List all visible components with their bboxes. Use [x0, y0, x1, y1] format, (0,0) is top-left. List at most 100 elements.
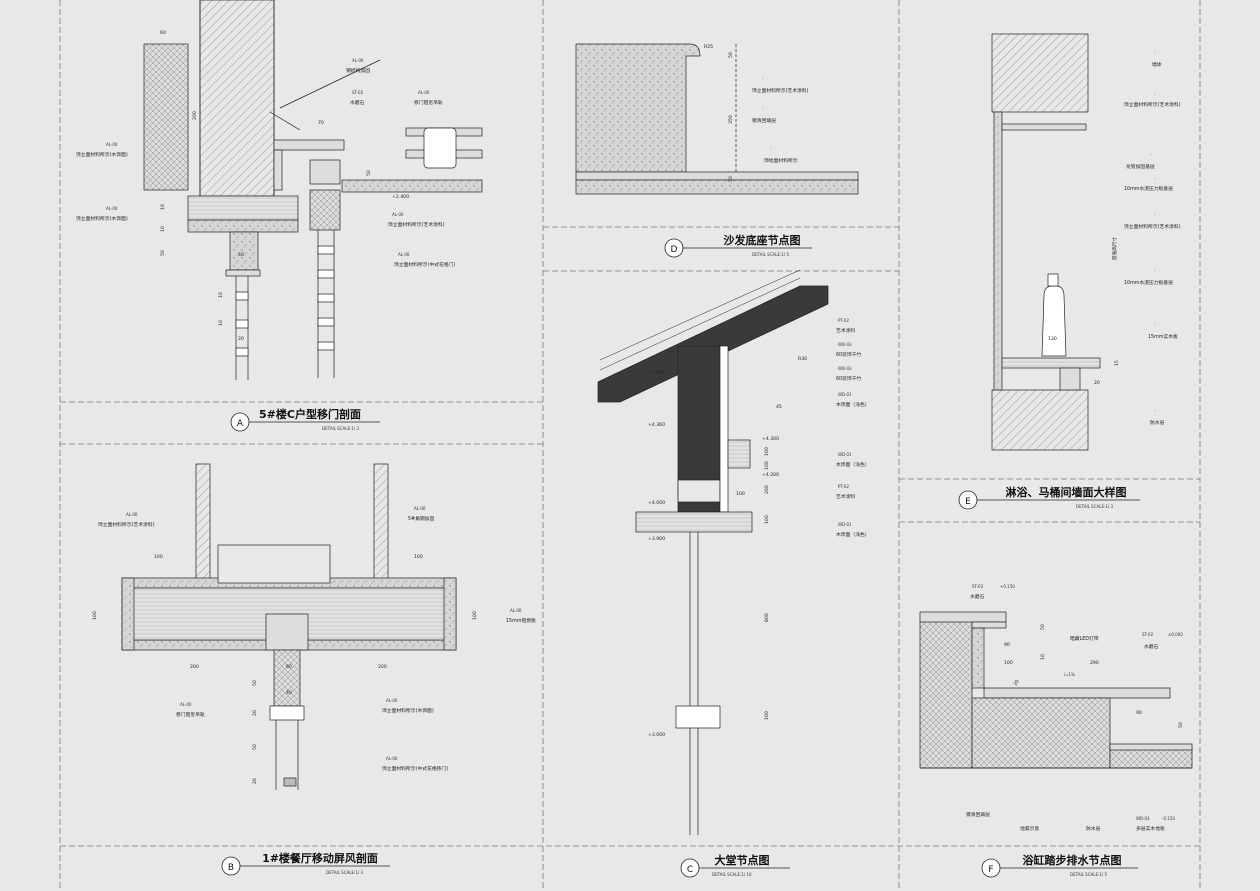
- label-elev: ±0.000: [1168, 632, 1183, 637]
- label-text: 饰立面材料所示(中式花格门): [394, 261, 455, 268]
- label-text: 饰立面材料所示(艺术涂料): [752, 87, 809, 94]
- panel-f-labels: ST-02 +0.150 水磨石 暗藏LED灯带 ST-02 ±0.000 水磨…: [966, 584, 1183, 832]
- label-code: -: [762, 106, 764, 111]
- panel-d-letter: D: [671, 245, 678, 255]
- panel-e-drawing: [991, 33, 1101, 451]
- dim-text: 10: [1040, 654, 1046, 660]
- label-text: 10mm水泥压力板基层: [1124, 185, 1173, 192]
- label-text: 饰地面材料所示: [764, 157, 798, 164]
- label-text: 艺术涂料: [836, 493, 855, 500]
- panel-f-title: 浴缸踏步排水节点图: [1023, 853, 1122, 867]
- panel-e-letter: E: [965, 497, 971, 507]
- label-code: PT-02: [838, 484, 849, 489]
- dim-text: 100: [764, 447, 770, 456]
- elevation-text: +3.000: [648, 732, 665, 738]
- elevation-text: +4.360: [648, 422, 665, 428]
- dim-text: 20: [238, 336, 244, 342]
- panel-e-title-block: E 淋浴、马桶间墙面大样图 DETAIL SCALE:1/ 3: [958, 485, 1140, 510]
- dim-text: 壁龛高尺寸: [1111, 237, 1118, 260]
- label-text: 防水层: [1086, 825, 1101, 832]
- panel-e-dim-texts: 130 15 20 壁龛高尺寸: [1048, 237, 1120, 386]
- dim-text: 290: [1090, 660, 1099, 666]
- label-text: 钢结构加固: [346, 67, 370, 74]
- label-code: WD-01: [838, 452, 852, 457]
- label-code: AL-00: [106, 206, 118, 211]
- dim-text: 200: [190, 664, 199, 670]
- label-text: 饰立面材料所示(艺术涂料): [1124, 101, 1181, 108]
- dim-text: 100: [154, 554, 163, 560]
- panel-d-drawing: [575, 43, 859, 195]
- panel-d-dim-texts: R25 50 350 50: [704, 44, 734, 182]
- label-text: 木饰面（浅色）: [836, 531, 870, 538]
- label-text: 水磨石: [1144, 643, 1159, 650]
- label-code: AL-00: [398, 252, 410, 257]
- label-code: ST-02: [352, 90, 364, 95]
- label-code: AL-00: [180, 702, 192, 707]
- dim-text: 200: [764, 485, 770, 494]
- dim-text: 50: [1178, 722, 1184, 728]
- label-code: ST-02: [972, 584, 984, 589]
- dim-text: 10: [160, 204, 166, 210]
- label-text: 60装饰干竹: [836, 375, 861, 382]
- label-text: 龙管加固基层: [1126, 163, 1155, 170]
- label-code: WD-03: [838, 342, 852, 347]
- panel-b-title: 1#楼餐厅移动屏风剖面: [262, 851, 378, 865]
- dim-text: 10: [218, 320, 224, 326]
- dim-text: 20: [252, 778, 258, 784]
- panel-a-title-block: A 5#楼C户型移门剖面 DETAIL SCALE:1/ 3: [230, 407, 380, 432]
- panel-d-title: 沙发底座节点图: [724, 233, 801, 247]
- label-text: 15mm实木板: [1148, 333, 1178, 340]
- dim-text: 10: [160, 226, 166, 232]
- dim-text: 50: [728, 52, 734, 58]
- dim-text: 60: [160, 30, 166, 36]
- dim-text: 10: [218, 292, 224, 298]
- label-code: PT-02: [838, 318, 849, 323]
- panel-a-letter: A: [237, 419, 244, 429]
- dim-text: 20: [1094, 380, 1100, 386]
- label-text: 镀清回填层: [752, 117, 776, 124]
- label-code: WD-01: [838, 522, 852, 527]
- label-text: 艺术涂料: [836, 327, 855, 334]
- label-code: -: [1150, 152, 1152, 157]
- panel-e-subtitle: DETAIL SCALE:1/ 3: [1076, 504, 1113, 509]
- panel-f-title-block: F 浴缸踏步排水节点图 DETAIL SCALE:1/ 5: [981, 853, 1138, 878]
- dim-text: 50: [366, 170, 372, 176]
- elevation-text: +4.200: [762, 472, 779, 478]
- label-code: -: [1154, 50, 1156, 55]
- label-code: AL-00: [418, 90, 430, 95]
- label-code: AL-00: [126, 512, 138, 517]
- panel-b-subtitle: DETAIL SCALE:1/ 3: [326, 870, 363, 875]
- panel-c-subtitle: DETAIL SCALE:1/ 10: [712, 872, 752, 877]
- dim-text: 350: [728, 115, 734, 124]
- dim-text: 90: [1004, 642, 1010, 648]
- dim-text: R25: [704, 44, 713, 50]
- panel-d-subtitle: DETAIL SCALE:1/ 5: [752, 252, 789, 257]
- elevation-text: +4.600: [648, 370, 665, 376]
- dim-text: 50: [160, 250, 166, 256]
- panel-e-labels: - 墙体 - 饰立面材料所示(艺术涂料) - 龙管加固基层 - 10mm水泥压力…: [1124, 50, 1181, 426]
- label-code: AL-00: [352, 58, 364, 63]
- dim-text: 15: [1114, 360, 1120, 366]
- label-text: 防水层: [1150, 419, 1165, 426]
- panel-f-letter: F: [988, 865, 993, 875]
- label-text: 饰立面材料所示(艺术涂料): [388, 221, 445, 228]
- dim-text: 100: [764, 515, 770, 524]
- label-code: ST-02: [1142, 632, 1154, 637]
- label-text: 地漏示意: [1020, 825, 1039, 832]
- panel-f-dim-texts: 50 90 100 10 290 20 90 50 i=1%: [1004, 624, 1184, 728]
- label-text: 饰立面材料所示(木饰面): [76, 151, 128, 158]
- panel-b-labels: AL-00 饰立面材料所示(艺术涂料) AL-00 5#角钢加固 AL-00 1…: [98, 506, 536, 772]
- label-elev: +0.150: [1000, 584, 1015, 589]
- label-text: 饰立面材料所示(木饰面): [76, 215, 128, 222]
- panel-c-labels: PT-02 艺术涂料 WD-03 60装饰干竹 WD-03 60装饰干竹 WD-…: [836, 318, 870, 538]
- panel-b-title-block: B 1#楼餐厅移动屏风剖面 DETAIL SCALE:1/ 3: [221, 851, 390, 876]
- dim-text: 200: [192, 111, 198, 120]
- label-code: -: [1154, 176, 1156, 181]
- dim-text: 40: [286, 690, 292, 696]
- panel-c-drawing: [597, 269, 829, 835]
- label-text: 10mm水泥压力板基层: [1124, 279, 1173, 286]
- panel-e-title: 淋浴、马桶间墙面大样图: [1006, 485, 1127, 499]
- panel-a-labels: AL-00 钢结构加固 ST-02 水磨石 AL-00 移门阻尼吊轨 AL-00…: [76, 58, 455, 268]
- label-code: -: [1154, 408, 1156, 413]
